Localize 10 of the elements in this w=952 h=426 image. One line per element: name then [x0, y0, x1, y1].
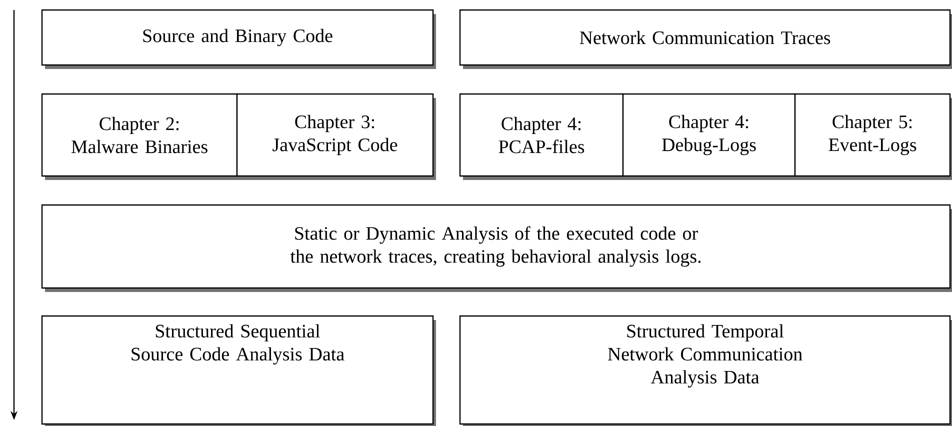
text-box: Chapter 3: JavaScript Code	[236, 93, 436, 180]
text-box: Chapter 5: Event-Logs	[794, 93, 952, 180]
text-box: Chapter 4: Debug-Logs	[622, 93, 798, 180]
text-box: Structured Sequential Source Code Analysis Data	[41, 315, 436, 426]
text-box: Source and Binary Code	[41, 9, 436, 69]
text-box: Chapter 4: PCAP-files	[459, 93, 626, 180]
text-box: Chapter 2: Malware Binaries	[41, 93, 240, 180]
text-box: Network Communication Traces	[459, 9, 952, 69]
text-box: Structured Temporal Network Communication Analysis Data	[459, 315, 952, 426]
text-box: Static or Dynamic Analysis of the executed code or the network traces, creating behavioral analysis logs.	[41, 204, 952, 292]
